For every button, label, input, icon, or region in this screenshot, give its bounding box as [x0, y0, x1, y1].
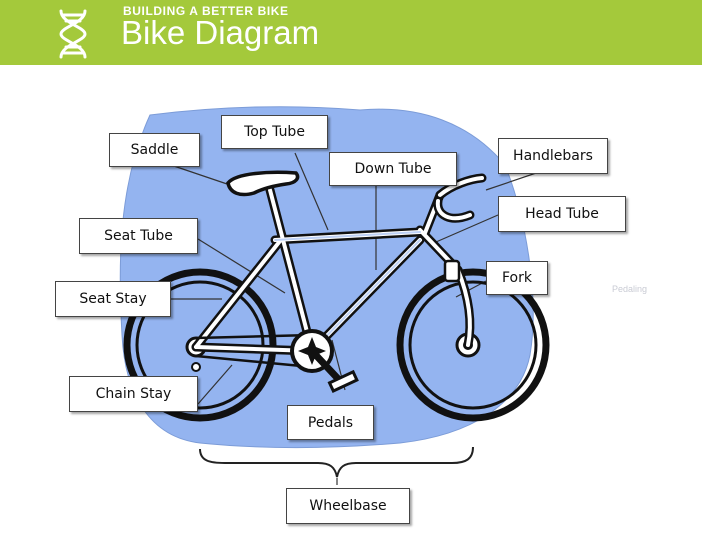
- bike-diagram: Saddle Top Tube Down Tube Handlebars Hea…: [0, 65, 702, 540]
- page-title: Bike Diagram: [121, 14, 320, 51]
- label-seat-tube: Seat Tube: [79, 218, 198, 254]
- label-down-tube: Down Tube: [329, 152, 457, 186]
- label-chain-stay: Chain Stay: [69, 376, 198, 412]
- label-handlebars: Handlebars: [498, 138, 608, 174]
- wheelbase-brace: [199, 446, 474, 478]
- dna-icon: [59, 9, 87, 59]
- header-kicker: BUILDING A BETTER BIKE: [123, 4, 289, 18]
- watermark-text: Pedaling: [612, 284, 648, 294]
- label-wheelbase: Wheelbase: [286, 488, 410, 524]
- label-seat-stay: Seat Stay: [55, 281, 171, 317]
- label-head-tube: Head Tube: [498, 196, 626, 232]
- label-top-tube: Top Tube: [221, 115, 328, 149]
- label-saddle: Saddle: [109, 133, 200, 167]
- page-header: BUILDING A BETTER BIKE Bike Diagram: [0, 0, 702, 65]
- bike-illustration: [119, 106, 550, 485]
- saddle-shape: [226, 170, 300, 197]
- label-pedals: Pedals: [287, 405, 374, 440]
- label-fork: Fork: [486, 261, 548, 295]
